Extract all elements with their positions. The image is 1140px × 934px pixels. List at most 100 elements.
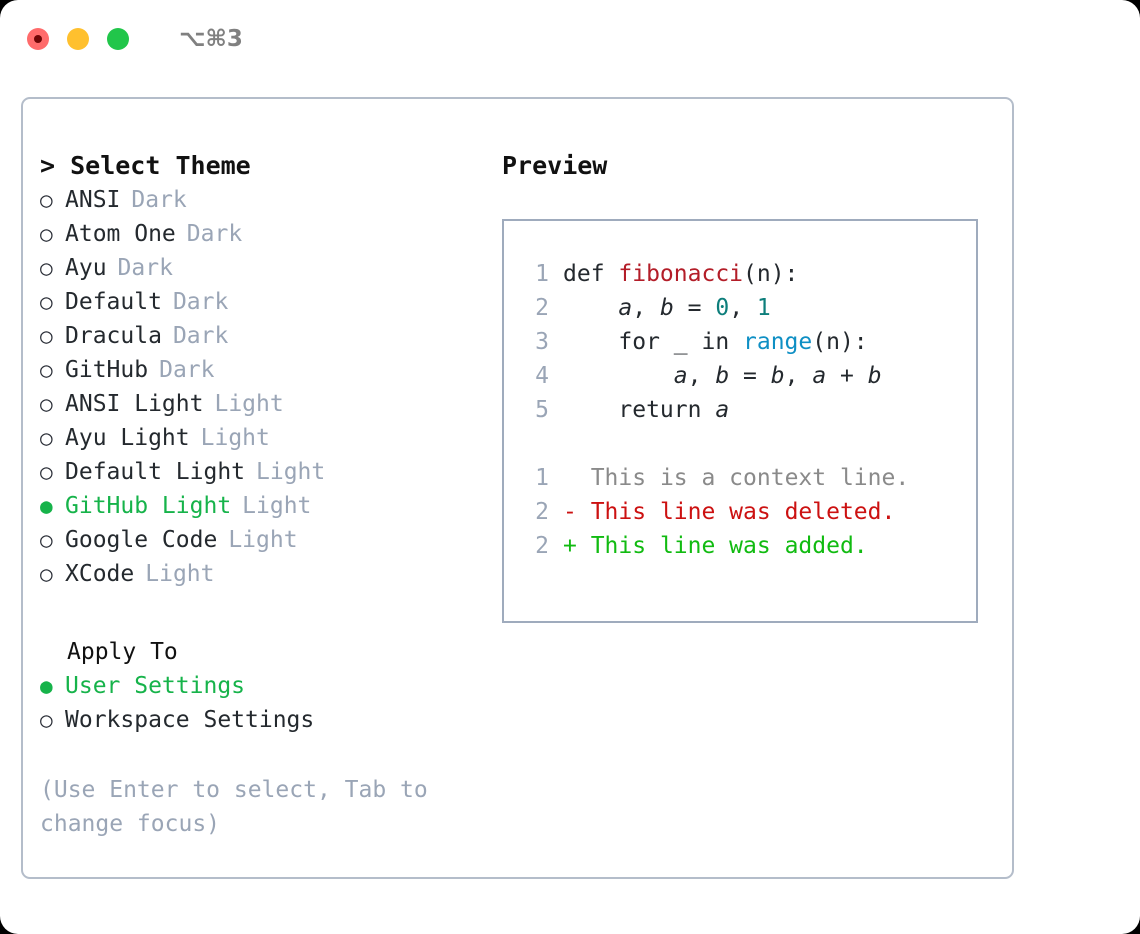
diff-line: 1 This is a context line. [504, 461, 976, 495]
traffic-light-buttons [27, 28, 129, 50]
code-token: range [743, 329, 813, 355]
code-token: return [563, 397, 716, 423]
theme-variant-tag: Dark [172, 323, 229, 349]
keyboard-hint-text: (Use Enter to select, Tab to change focu… [40, 777, 428, 837]
theme-name-label: Atom One [65, 221, 176, 247]
code-line-number: 5 [535, 397, 549, 423]
diff-sign: - [563, 499, 577, 525]
theme-name-label: Dracula [65, 323, 162, 349]
theme-list-item[interactable]: ○ Dracula Dark [40, 319, 490, 353]
code-line-number: 2 [535, 295, 549, 321]
code-token: fibonacci [618, 261, 744, 287]
diff-sign: + [563, 533, 577, 559]
code-token: , [687, 363, 716, 389]
code-token: = [729, 363, 771, 389]
theme-name-label: ANSI Light [65, 391, 204, 417]
maximize-button[interactable] [107, 28, 129, 50]
code-line: 2 a, b = 0, 1 [504, 291, 976, 325]
code-line-number: 1 [535, 261, 549, 287]
theme-variant-tag: Light [200, 425, 270, 451]
radio-unselected-icon: ○ [40, 324, 53, 348]
diff-line-text: This line was deleted. [576, 499, 896, 525]
theme-variant-tag: Light [256, 459, 326, 485]
radio-selected-icon: ● [40, 494, 53, 518]
theme-list-item[interactable]: ○ Default Light Light [40, 455, 490, 489]
code-token: b [659, 295, 674, 321]
theme-list-item[interactable]: ○ GitHub Dark [40, 353, 490, 387]
radio-unselected-icon: ○ [40, 256, 53, 280]
diff-sample: 1 This is a context line.2- This line wa… [504, 461, 976, 563]
diff-line-number: 2 [535, 499, 549, 525]
theme-list-item[interactable]: ○ Ayu Dark [40, 251, 490, 285]
code-line-text: a, b = 0, 1 [563, 291, 771, 325]
theme-name-label: XCode [65, 561, 135, 587]
theme-variant-tag: Dark [186, 221, 243, 247]
diff-line-text: This line was added. [576, 533, 868, 559]
diff-sign [563, 461, 577, 495]
code-token: = [673, 295, 716, 321]
diff-line: 2 + This line was added. [504, 529, 976, 563]
apply-to-header: Apply To [67, 639, 178, 665]
theme-name-label: Ayu [65, 255, 107, 281]
theme-variant-tag: Light [228, 527, 298, 553]
theme-variant-tag: Dark [117, 255, 173, 281]
code-token: a [673, 363, 688, 389]
theme-list-item[interactable]: ● GitHub Light Light [40, 489, 490, 523]
radio-unselected-icon: ○ [40, 460, 53, 484]
radio-unselected-icon: ○ [40, 528, 53, 552]
code-line-text: a, b = b, a + b [563, 359, 882, 393]
select-theme-header: > Select Theme [40, 151, 251, 180]
theme-name-label: GitHub Light [65, 493, 232, 519]
diff-line-number: 2 [535, 533, 549, 559]
radio-unselected-icon: ○ [40, 290, 53, 314]
theme-variant-tag: Light [214, 391, 284, 417]
code-token: (n): [812, 329, 868, 355]
code-token: a [618, 295, 633, 321]
radio-unselected-icon: ○ [40, 426, 53, 450]
diff-line-number: 1 [535, 465, 549, 491]
theme-name-label: ANSI [65, 187, 121, 213]
apply-to-list-item[interactable]: ● User Settings [40, 669, 490, 703]
section-spacer [40, 591, 490, 635]
code-line-number: 3 [535, 329, 549, 355]
code-line: 5 return a [504, 393, 976, 427]
theme-variant-tag: Dark [159, 357, 215, 383]
code-line-number: 4 [535, 363, 549, 389]
diff-line: 2- This line was deleted. [504, 495, 976, 529]
apply-to-label: User Settings [65, 673, 246, 699]
code-line-text: return a [563, 393, 729, 427]
theme-name-label: GitHub [65, 357, 149, 383]
keyboard-shortcut-label: ⌥⌘3 [179, 26, 243, 52]
radio-selected-icon: ● [40, 674, 53, 698]
code-line-text: def fibonacci(n): [563, 257, 798, 291]
code-token: , [632, 295, 660, 321]
code-token: 0 [715, 295, 730, 321]
radio-unselected-icon: ○ [40, 222, 53, 246]
theme-name-label: Default Light [65, 459, 246, 485]
apply-to-list-item[interactable]: ○Workspace Settings [40, 703, 490, 737]
code-token [563, 363, 674, 389]
code-token: a [715, 397, 730, 423]
theme-variant-tag: Light [242, 493, 312, 519]
apply-to-list[interactable]: ● User Settings ○Workspace Settings [40, 669, 490, 737]
code-token: (n): [743, 261, 799, 287]
code-token: a [812, 363, 827, 389]
close-button[interactable] [27, 28, 49, 50]
minimize-button[interactable] [67, 28, 89, 50]
code-token: 1 [756, 295, 771, 321]
code-token: + [826, 363, 868, 389]
theme-list-item[interactable]: ○ Atom One Dark [40, 217, 490, 251]
theme-name-label: Default [65, 289, 162, 315]
radio-unselected-icon: ○ [40, 358, 53, 382]
code-token: b [867, 363, 882, 389]
